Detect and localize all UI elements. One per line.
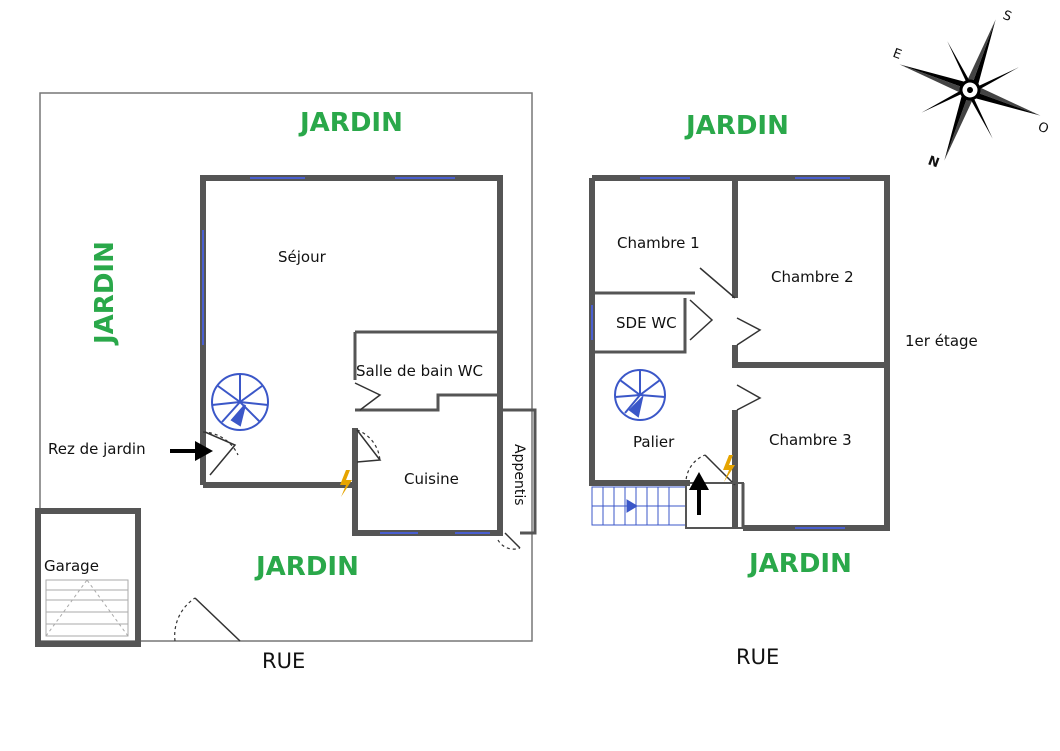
room-label-sejour: Séjour — [278, 248, 326, 266]
garden-label: JARDIN — [256, 552, 359, 582]
room-label-salle-de-bain: Salle de bain WC — [356, 362, 484, 380]
entrance-arrow-icon — [689, 472, 709, 515]
spiral-stair-ground — [211, 373, 269, 431]
room-label-cuisine: Cuisine — [404, 470, 459, 488]
ground-floor-doors — [202, 382, 521, 550]
straight-stair — [591, 486, 687, 526]
room-label-chambre-3: Chambre 3 — [769, 431, 852, 449]
lot-boundary — [39, 92, 533, 642]
room-label-appentis: Appentis — [511, 444, 527, 506]
street-label: RUE — [262, 649, 306, 673]
spiral-stair-first — [614, 369, 666, 421]
ground-floor-walls — [200, 175, 537, 536]
electric-icon — [340, 470, 352, 497]
room-label-palier: Palier — [633, 433, 675, 451]
room-label-chambre-1: Chambre 1 — [617, 234, 700, 252]
garden-label: JARDIN — [300, 108, 403, 138]
garden-label: JARDIN — [686, 111, 789, 141]
entrance-arrow-icon — [170, 441, 213, 461]
room-label-garage: Garage — [44, 557, 99, 575]
room-label-chambre-2: Chambre 2 — [771, 268, 854, 286]
first-floor-doors — [685, 267, 762, 486]
gate — [194, 597, 241, 642]
garden-label: JARDIN — [749, 549, 852, 579]
level-label-rez-de-jardin: Rez de jardin — [48, 440, 146, 458]
electric-icon — [723, 455, 735, 482]
landing-step — [685, 482, 744, 529]
room-label-sde-wc: SDE WC — [616, 314, 677, 332]
garden-label: JARDIN — [90, 241, 120, 344]
level-label-1er-etage: 1er étage — [905, 332, 978, 350]
compass-rose-icon — [899, 19, 1041, 161]
first-floor-walls — [589, 175, 890, 531]
street-label: RUE — [736, 645, 780, 669]
garage-drawing — [35, 508, 141, 647]
